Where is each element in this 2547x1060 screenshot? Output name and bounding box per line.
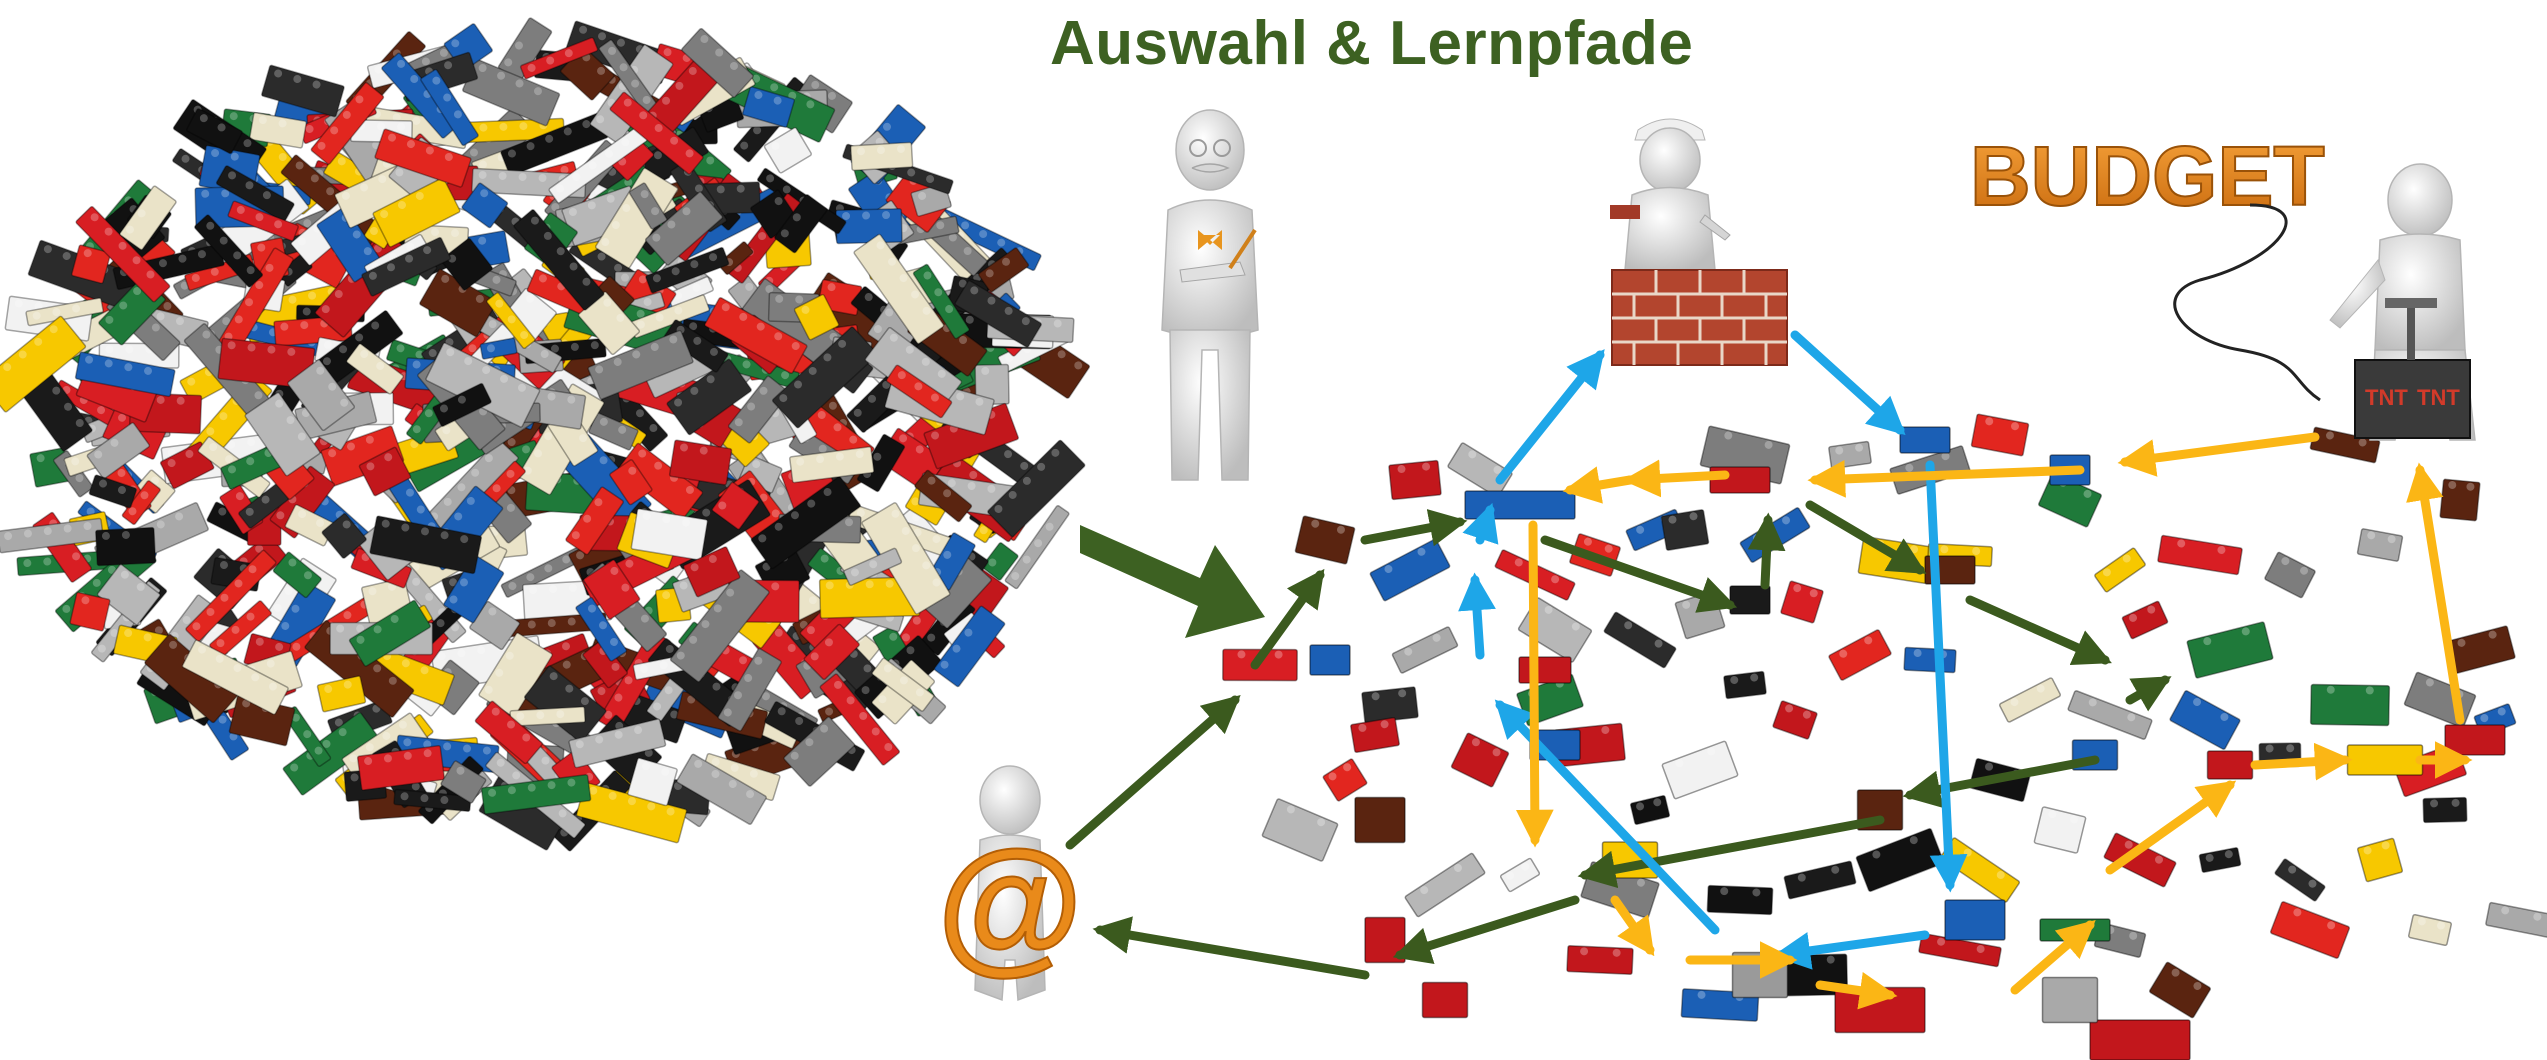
at-symbol: @ [937,819,1083,987]
slide-title: Auswahl & Lernpfade [1050,9,1694,78]
scattered-bricks [1222,413,2547,1060]
svg-text:TNT: TNT [2365,385,2408,410]
learning-path-arrows [1065,330,2473,1010]
builder-figure-icon [1610,118,1731,271]
big-right-arrow-icon [1080,525,1265,638]
tnt-box: TNT TNT [2354,298,2471,439]
professor-figure-icon [1161,109,1259,481]
lego-brick-pile [0,17,1091,852]
brick-wall [1611,269,1788,366]
email-figure-icon: @ [936,765,1084,1002]
detonator-wire [2173,203,2321,402]
svg-text:TNT: TNT [2417,385,2460,410]
